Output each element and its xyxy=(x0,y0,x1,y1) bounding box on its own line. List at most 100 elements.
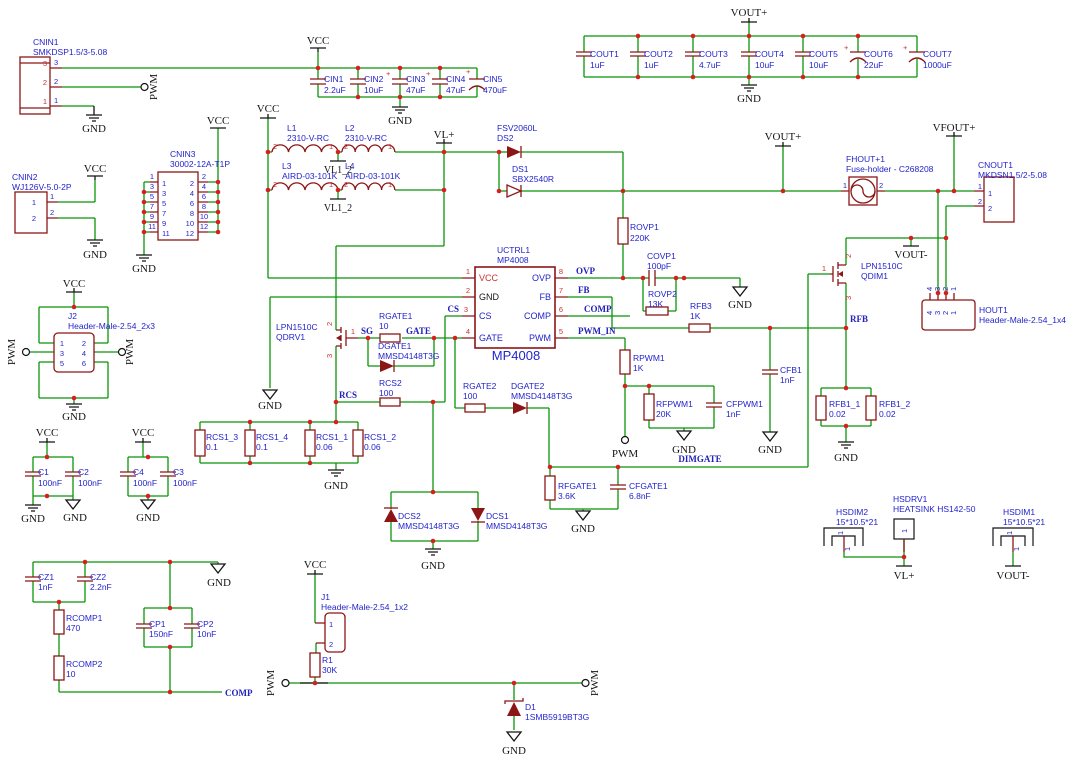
label-CIN1: CIN1 xyxy=(324,74,344,84)
value-RCS1_1: 0.06 xyxy=(316,442,333,452)
label-L2: L2 xyxy=(345,123,355,133)
label-L4: L4 xyxy=(345,161,355,171)
net-label-vcc: VCC xyxy=(132,427,155,439)
pin-number: 9 xyxy=(162,219,166,228)
pin-number: 1 xyxy=(388,142,392,151)
ic-pin-name: PWM xyxy=(529,333,551,343)
wires-cin-caps xyxy=(317,36,918,97)
net-label-gnd: GND xyxy=(207,577,231,589)
diode-DCS1 xyxy=(471,508,485,523)
pin-number: 2 xyxy=(988,204,992,213)
diode-DS1 xyxy=(506,184,523,198)
pin-number: 4 xyxy=(466,327,470,336)
pin-number: 8 xyxy=(559,267,563,276)
value-CFB1: 1nF xyxy=(780,375,795,385)
net-label-gnd: GND xyxy=(834,452,858,464)
connector-CNIN1 xyxy=(19,56,62,115)
diode-DGATE1 xyxy=(380,360,395,372)
pin-number: 1 xyxy=(466,267,470,276)
pin-number: 2 xyxy=(54,77,58,86)
label-COUT7: COUT7 xyxy=(923,49,952,59)
pin-number: 9 xyxy=(150,212,154,221)
label-R1: R1 xyxy=(322,655,333,665)
label-COUT1: COUT1 xyxy=(590,49,619,59)
pin-number: 1 xyxy=(329,142,333,151)
label-ROVP1: ROVP1 xyxy=(630,222,659,232)
net-label-comp: COMP xyxy=(584,304,612,314)
value-COVP1: 100pF xyxy=(647,261,671,271)
pin-number: 2 xyxy=(329,640,333,649)
net-label-gnd: GND xyxy=(132,263,156,275)
label-UCTRL1: UCTRL1 xyxy=(497,245,530,255)
net-label-gnd: GND xyxy=(83,249,107,261)
value-R1: 30K xyxy=(322,665,337,675)
connector-J1 xyxy=(315,612,346,653)
pin-number: 1 xyxy=(329,180,333,189)
net-label-rcs: RCS xyxy=(339,390,357,400)
resistor-RCOMP1 xyxy=(53,609,65,635)
label-HSDIM2: HSDIM2 xyxy=(836,507,868,517)
label-CZ2: CZ2 xyxy=(90,572,106,582)
label-CNIN1: CNIN1 xyxy=(33,37,59,47)
diode-DGATE2 xyxy=(513,402,528,414)
label-D1: D1 xyxy=(525,702,536,712)
value-QDIM1: QDIM1 xyxy=(861,271,888,281)
pin-number: 1 xyxy=(1012,547,1021,551)
label-RFPWM1: RFPWM1 xyxy=(656,399,693,409)
pin-number: 3 xyxy=(933,287,942,291)
pin-number: 1 xyxy=(388,180,392,189)
pin-number: 3 xyxy=(464,305,468,314)
gnd-triangles xyxy=(64,286,779,743)
net-label-vcc: VCC xyxy=(63,278,86,290)
wires-input xyxy=(58,52,477,255)
label-RCS1_4: RCS1_4 xyxy=(256,432,288,442)
pin-number: 10 xyxy=(200,212,208,221)
pin-number: 6 xyxy=(190,199,194,208)
label-RCS1_1: RCS1_1 xyxy=(316,432,348,442)
ic-pin-name: GND xyxy=(479,292,500,302)
resistor-RFGATE1 xyxy=(544,475,556,501)
net-label-vl-plus: VL+ xyxy=(894,570,915,582)
pin-number: 6 xyxy=(202,192,206,201)
pwm-terminal xyxy=(281,678,290,688)
pin-number: 5 xyxy=(150,192,154,201)
label-CP2: CP2 xyxy=(197,619,214,629)
net-label-gnd: GND xyxy=(324,480,348,492)
pin-number: 2 xyxy=(325,322,334,326)
wires-inductors xyxy=(267,118,499,330)
pin-number: 2 xyxy=(202,172,206,181)
pin-number: 2 xyxy=(879,181,883,190)
value-DS2: DS2 xyxy=(497,133,514,143)
label-L1: L1 xyxy=(287,123,297,133)
ic-pin-name: FB xyxy=(539,292,551,302)
value-COUT2: 1uF xyxy=(644,60,659,70)
label-C4: C4 xyxy=(133,467,144,477)
resistor-RFB1_1 xyxy=(815,395,827,421)
pin-number: 1 xyxy=(900,529,909,533)
pin-number: 4 xyxy=(925,287,934,291)
value-J1: Header-Male-2.54_1x2 xyxy=(321,602,408,612)
net-label-gnd: GND xyxy=(728,299,752,311)
resistor-RFB1_2 xyxy=(865,395,877,421)
inductor-L1 xyxy=(271,144,339,153)
value-DGATE1: MMSD4148T3G xyxy=(378,351,439,361)
net-label-comp: COMP xyxy=(225,688,253,698)
polarity-plus: + xyxy=(903,43,908,52)
net-label-pwm: PWM xyxy=(124,339,136,366)
connector-CNIN2 xyxy=(14,191,58,234)
label-RFGATE1: RFGATE1 xyxy=(558,481,597,491)
net-label-dimgate: DIMGATE xyxy=(678,454,721,464)
pin-number: 1 xyxy=(43,97,47,106)
label-RFB1_1: RFB1_1 xyxy=(829,399,860,409)
pin-number: 8 xyxy=(190,209,194,218)
value-RFB1_2: 0.02 xyxy=(879,409,896,419)
net-flag-bars xyxy=(39,18,1021,684)
pwm-terminal xyxy=(117,347,127,357)
label-CIN2: CIN2 xyxy=(364,74,384,84)
connector-CNOUT1 xyxy=(974,176,1015,223)
value-ROVP1: 220K xyxy=(630,233,650,243)
pin-number: 3 xyxy=(162,189,166,198)
pin-number: 2 xyxy=(978,197,982,206)
label-L3: L3 xyxy=(282,161,292,171)
pin-number: 7 xyxy=(559,286,563,295)
